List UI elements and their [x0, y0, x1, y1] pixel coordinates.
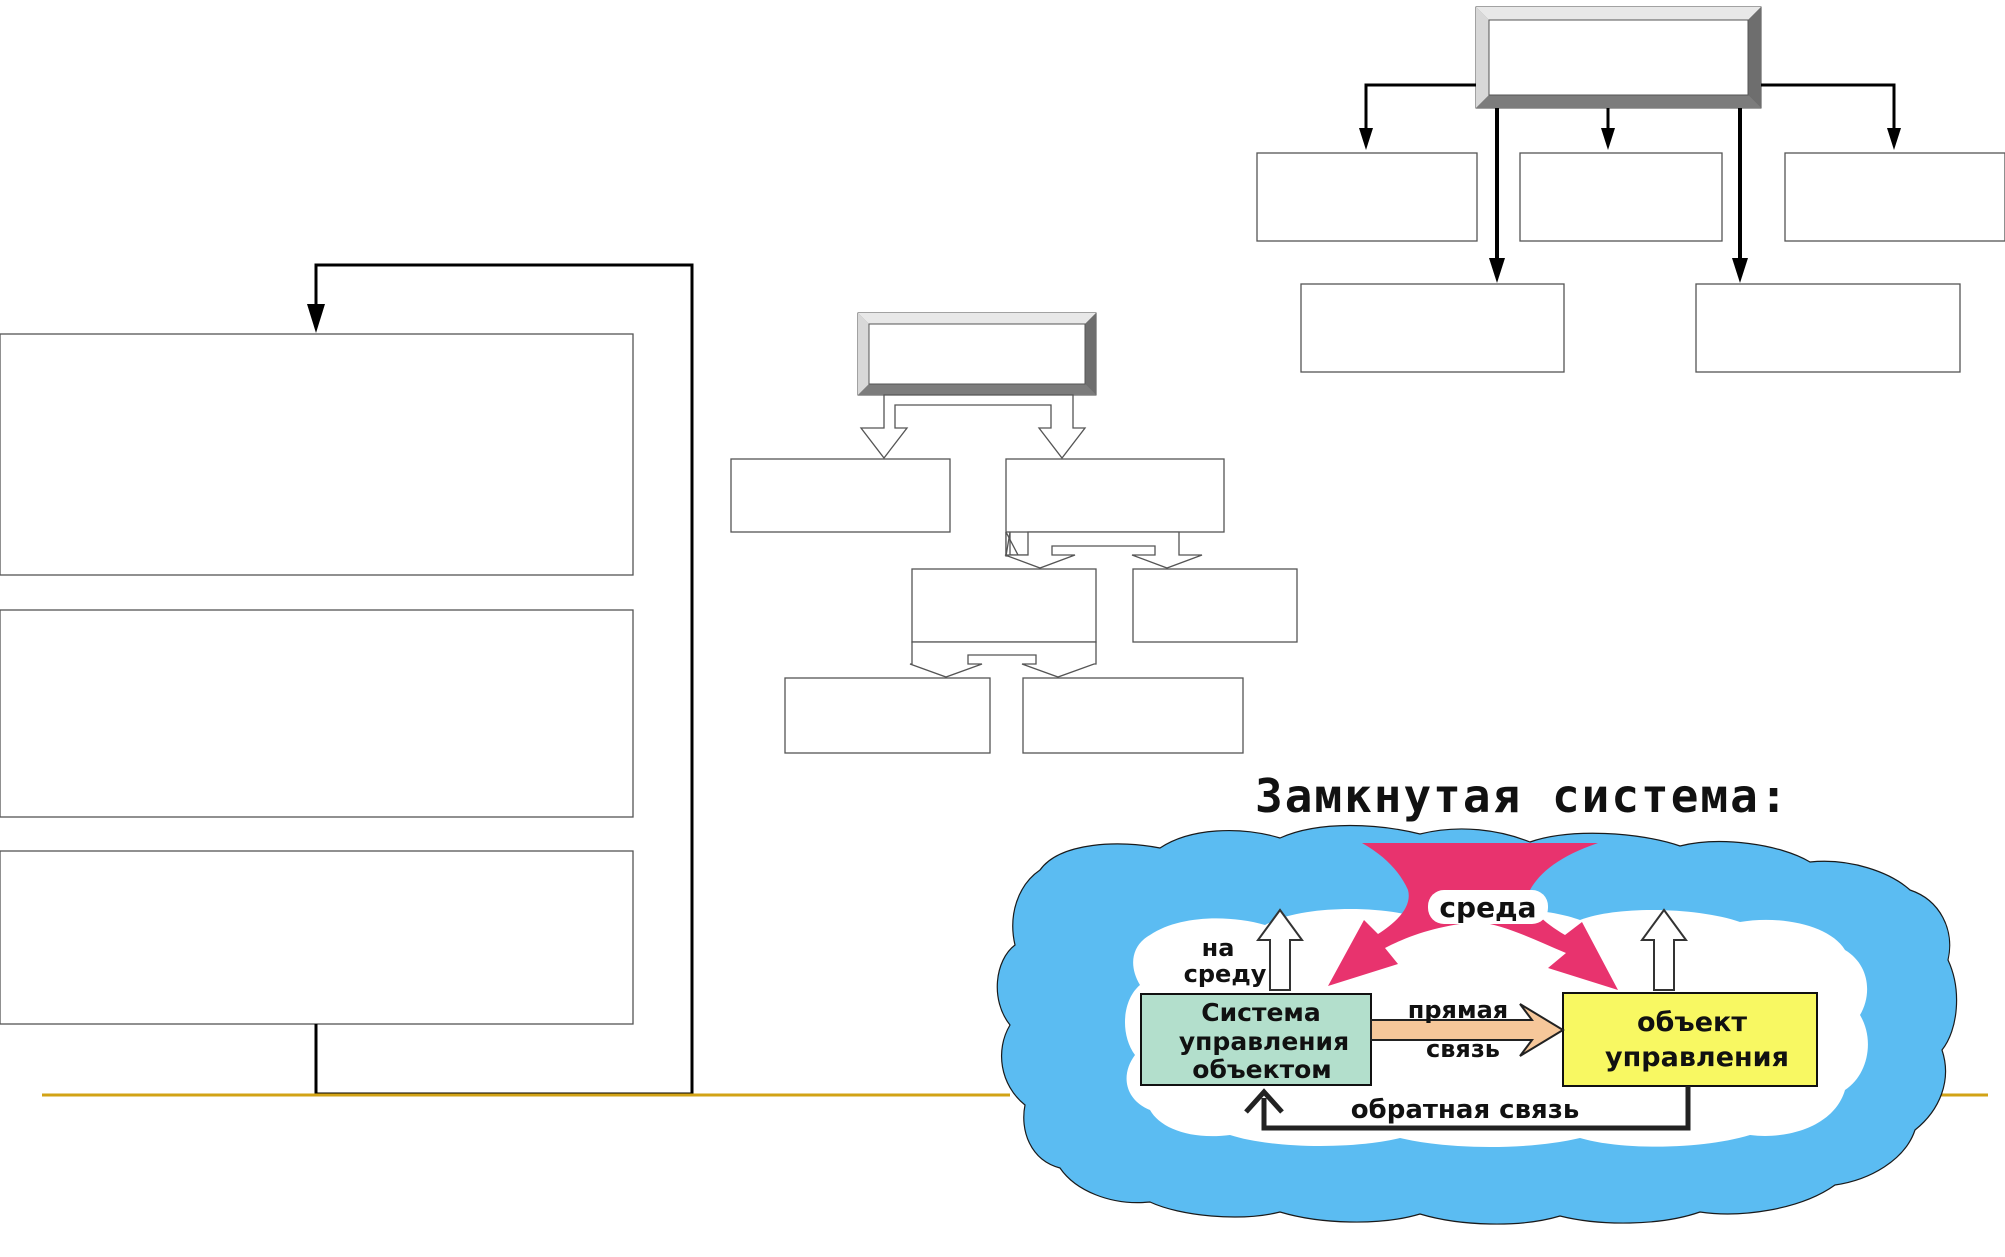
to-environment-label-1: на — [1202, 934, 1235, 962]
forward-link-arrow — [1370, 1003, 1565, 1057]
left-box-2 — [0, 609, 634, 818]
middle-b-branches — [1004, 531, 1203, 569]
top-box-4 — [1300, 283, 1565, 373]
left-box-3 — [0, 850, 634, 1025]
top-box-5 — [1695, 283, 1961, 373]
middle-box-f — [1022, 677, 1244, 754]
control-system-box — [1140, 993, 1372, 1086]
middle-box-c — [911, 568, 1097, 643]
closed-system-title: Замкнутая система: — [1255, 769, 1790, 823]
middle-root-box — [857, 312, 1097, 396]
feedback-line — [1261, 1086, 1691, 1131]
top-root-box — [1475, 6, 1762, 109]
control-system-label-3: объектом — [1192, 1055, 1331, 1084]
middle-c-branches — [909, 641, 1097, 678]
forward-link-label-1: прямая — [1408, 996, 1508, 1024]
top-box-3 — [1784, 152, 2005, 242]
environment-label: среда — [1439, 891, 1536, 924]
middle-box-b — [1005, 458, 1225, 533]
object-label-2: управления — [1605, 1042, 1789, 1073]
middle-box-d — [1132, 568, 1298, 643]
left-box-1 — [0, 333, 634, 576]
middle-root-fork — [859, 394, 1087, 460]
top-box-1 — [1256, 152, 1478, 242]
middle-tree-diagram — [730, 312, 1298, 754]
object-output-arrow — [1640, 908, 1688, 991]
closed-system-illustration: Замкнутая система: среда на среду Систем… — [996, 769, 1958, 1225]
object-label-1: объект — [1637, 1007, 1747, 1038]
output-to-environment-arrow — [1256, 908, 1304, 991]
loop-connector — [314, 263, 694, 1096]
top-box-2 — [1519, 152, 1723, 242]
feedback-arrowhead — [1244, 1088, 1284, 1114]
middle-b-split — [1005, 531, 1029, 557]
forward-link-label-2: связь — [1426, 1035, 1500, 1063]
loop-arrowhead — [307, 304, 325, 333]
top-right-tree-diagram — [1256, 6, 2005, 373]
control-system-label-2: управления — [1179, 1027, 1349, 1056]
left-loop-diagram — [0, 263, 694, 1096]
middle-box-a — [730, 458, 951, 533]
feedback-label: обратная связь — [1351, 1095, 1580, 1125]
to-environment-label-2: среду — [1184, 960, 1267, 988]
middle-box-e — [784, 677, 991, 754]
control-system-label-1: Система — [1201, 998, 1320, 1027]
